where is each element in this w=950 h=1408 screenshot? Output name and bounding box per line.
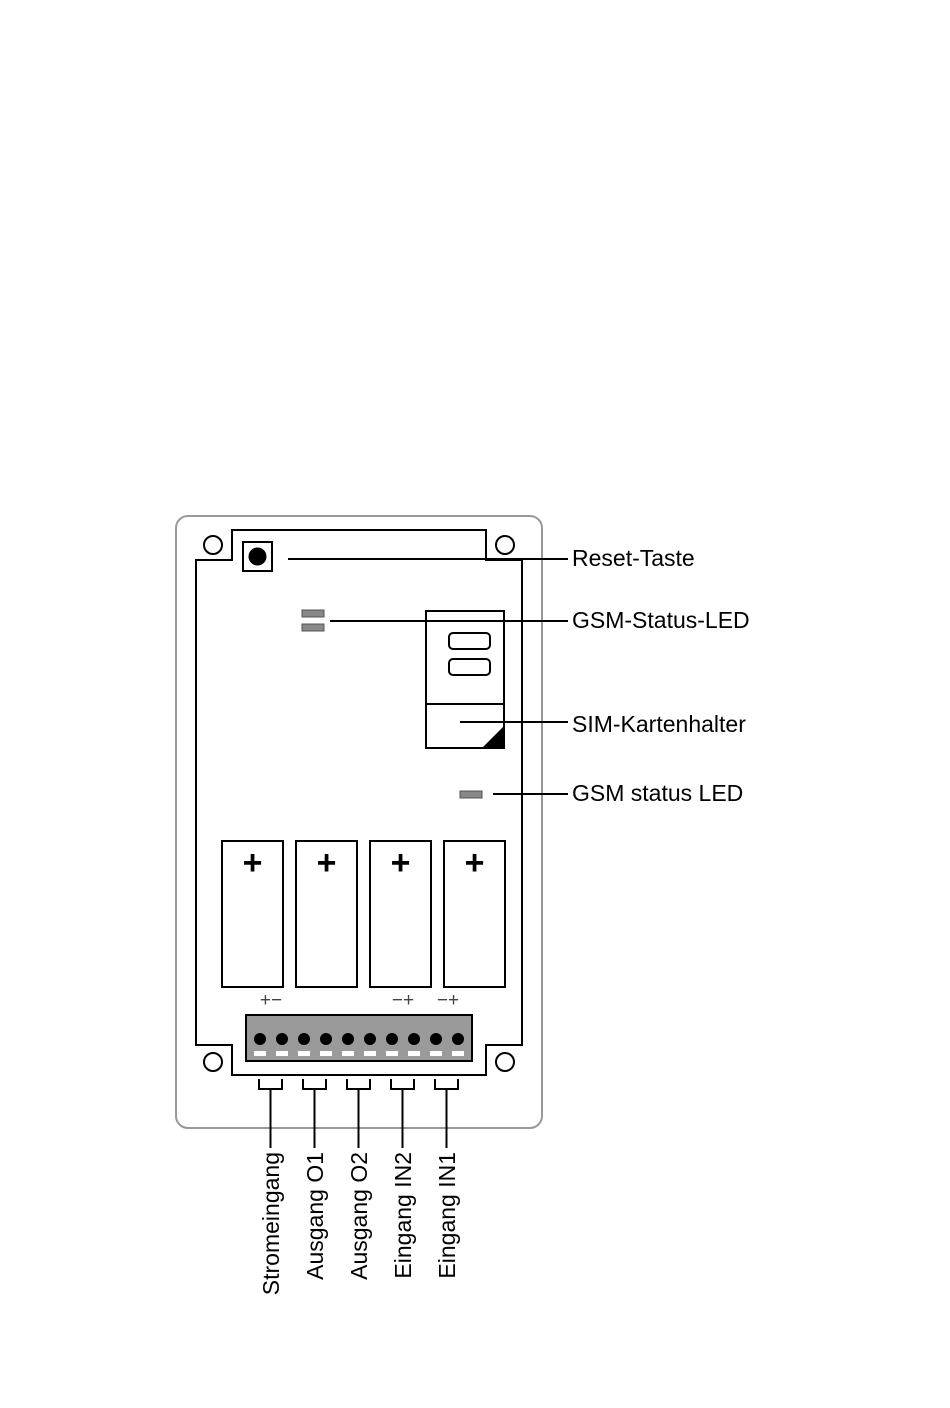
terminal-screw [342, 1033, 354, 1045]
polarity-power: +− [260, 990, 282, 1011]
terminal-brackets [259, 1079, 458, 1148]
terminal-slot [342, 1051, 354, 1056]
bracket-input-in2 [391, 1079, 414, 1148]
sim-holder-slot-1 [449, 633, 490, 649]
terminal-slot [452, 1051, 464, 1056]
bracket-input-in1 [435, 1079, 458, 1148]
terminal-screw [276, 1033, 288, 1045]
terminal-slot [298, 1051, 310, 1056]
relay-3-sign: + [391, 844, 411, 882]
terminal-label-input-in2: Eingang IN2 [390, 1152, 416, 1279]
terminal-label-output-o2: Ausgang O2 [346, 1152, 372, 1280]
gsm-status-led-single [460, 791, 482, 798]
terminal-slot [254, 1051, 266, 1056]
terminal-screw [430, 1033, 442, 1045]
terminal-label-output-o1: Ausgang O1 [302, 1152, 328, 1280]
terminal-screw [408, 1033, 420, 1045]
gsm-status-led-1 [302, 610, 324, 617]
terminal-screw [386, 1033, 398, 1045]
gsm-status-led-2 [302, 624, 324, 631]
terminal-slot [408, 1051, 420, 1056]
relay-4-sign: + [465, 844, 485, 882]
bracket-output-o2 [347, 1079, 370, 1148]
terminal-screw [320, 1033, 332, 1045]
mounting-hole-bottom-right [496, 1053, 514, 1071]
mounting-hole-bottom-left [204, 1053, 222, 1071]
terminal-slot [276, 1051, 288, 1056]
sim-holder-callout-label: SIM-Kartenhalter [572, 711, 746, 737]
mounting-hole-top-right [496, 536, 514, 554]
polarity-in2: −+ [392, 990, 414, 1011]
sim-holder [426, 611, 504, 748]
terminal-screw [452, 1033, 464, 1045]
sim-holder-corner-notch [482, 726, 504, 748]
terminal-label-power: Stromeingang [258, 1152, 284, 1295]
relay-2-sign: + [317, 844, 337, 882]
bracket-output-o1 [303, 1079, 326, 1148]
terminal-slot [430, 1051, 442, 1056]
bracket-power [259, 1079, 282, 1148]
terminal-screw [364, 1033, 376, 1045]
relay-1-sign: + [243, 844, 263, 882]
reset-callout-label: Reset-Taste [572, 545, 695, 571]
terminal-slot [364, 1051, 376, 1056]
gsm-status-led-en-callout-label: GSM status LED [572, 780, 743, 806]
gsm-status-led-callout-label: GSM-Status-LED [572, 607, 750, 633]
sim-holder-slot-2 [449, 659, 490, 675]
terminal-slot [386, 1051, 398, 1056]
polarity-in1: −+ [437, 990, 459, 1011]
reset-button [249, 548, 267, 566]
mounting-hole-top-left [204, 536, 222, 554]
terminal-label-input-in1: Eingang IN1 [434, 1152, 460, 1279]
terminal-screw [298, 1033, 310, 1045]
terminal-screw [254, 1033, 266, 1045]
terminal-slot [320, 1051, 332, 1056]
